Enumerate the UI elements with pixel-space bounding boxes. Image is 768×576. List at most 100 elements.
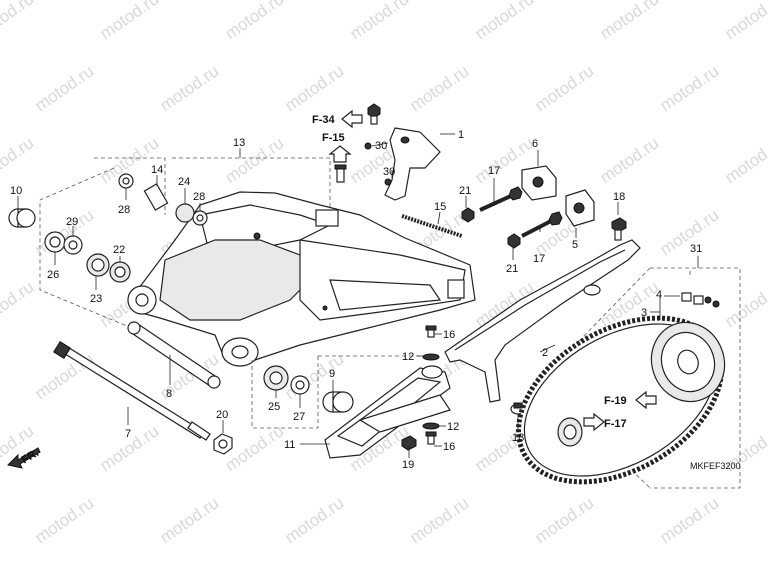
part-23-bearing: [86, 253, 110, 277]
callout-12-bottom: 12: [447, 421, 459, 433]
watermark-text: motod.ru: [721, 277, 768, 331]
part-19-bolt: [401, 435, 417, 456]
callout-29: 29: [66, 216, 78, 228]
callout-30-top: 30: [375, 140, 387, 152]
part-12-washer-b: [422, 422, 440, 430]
watermark-text: motod.ru: [31, 205, 97, 259]
watermark-text: motod.ru: [596, 133, 662, 187]
watermark-text: motod.ru: [346, 0, 412, 43]
callout-27: 27: [293, 411, 305, 423]
callout-30-bottom: 30: [383, 166, 395, 178]
callout-22: 22: [113, 244, 125, 256]
callout-7: 7: [125, 428, 131, 440]
callout-16-bottom: 16: [443, 441, 455, 453]
bracket-bolt-mid: [334, 164, 347, 183]
callout-13: 13: [233, 137, 245, 149]
part-24-bearing: [175, 203, 195, 223]
watermark-text: motod.ru: [96, 0, 162, 43]
part-17-bolt-b: [521, 211, 563, 238]
part-17-bolt-a: [479, 186, 523, 212]
callout-20: 20: [216, 409, 228, 421]
callout-23: 23: [90, 293, 102, 305]
callout-18-top: 18: [613, 191, 625, 203]
drive-chain-kit: [516, 292, 726, 485]
callout-6: 6: [532, 138, 538, 150]
callout-14: 14: [151, 164, 163, 176]
chain-case: [444, 239, 641, 403]
callout-9: 9: [329, 368, 335, 380]
part-30-bolt-a: [364, 142, 372, 150]
callout-labels: 10 29 26 23 22 14 24 28 28 13 8 7 20 25 …: [10, 129, 702, 471]
ref-f15-label: F-15: [322, 132, 345, 144]
callout-8: 8: [166, 388, 172, 400]
ref-f15-arrow: [328, 145, 352, 163]
callout-4: 4: [656, 289, 662, 301]
watermark-text: motod.ru: [281, 493, 347, 547]
part-9-bushing: [322, 391, 354, 413]
callout-21-bottom: 21: [506, 263, 518, 275]
callout-1: 1: [458, 129, 464, 141]
watermark-text: motod.ru: [31, 61, 97, 115]
callout-18-bottom: 18: [512, 432, 524, 444]
bracket: [334, 103, 441, 201]
front-arrow: [6, 447, 41, 469]
part-16-bolt-a: [425, 325, 437, 338]
chain-slider: [324, 365, 451, 459]
diagram-code: MKFEF3200: [690, 461, 741, 471]
watermark-text: motod.ru: [531, 493, 597, 547]
watermark-text: motod.ru: [31, 493, 97, 547]
part-30-bolt-b: [384, 178, 392, 186]
part-22-bearing: [109, 261, 131, 283]
reference-labels: F-34 F-15 F-19 F-17 FR.: [20, 114, 627, 466]
part-4-master-link: [681, 292, 720, 308]
watermark-text: motod.ru: [406, 493, 472, 547]
watermark-text: motod.ru: [656, 493, 722, 547]
ref-f34-label: F-34: [312, 114, 336, 126]
ref-f34-arrow: [341, 109, 363, 129]
swingarm: [127, 191, 476, 367]
part-21-nut-b: [507, 233, 521, 249]
part-27-seal: [290, 375, 310, 395]
watermark-text: motod.ru: [656, 61, 722, 115]
watermark-text: motod.ru: [156, 61, 222, 115]
leader-lines: [17, 133, 680, 458]
watermark-text: motod.ru: [721, 133, 768, 187]
callout-28-left: 28: [118, 204, 130, 216]
pivot-shaft: [53, 321, 233, 455]
part-14-collar: [143, 183, 169, 211]
part-18-bolt-a: [611, 217, 627, 241]
watermark-text: motod.ru: [281, 61, 347, 115]
part-25-bearing: [263, 365, 289, 391]
watermark-text: motod.ru: [221, 0, 287, 43]
watermark-text: motod.ru: [471, 0, 537, 43]
watermark-text: motod.ru: [596, 0, 662, 43]
part-16-bolt-b: [425, 431, 437, 445]
part-15-spring: [401, 214, 463, 238]
callout-11: 11: [284, 439, 295, 451]
callout-15: 15: [434, 201, 446, 213]
slider-fasteners: [401, 325, 440, 456]
watermark-text: motod.ru: [221, 133, 287, 187]
part-10-bushing: [8, 208, 36, 228]
callout-17-bottom: 17: [533, 253, 545, 265]
callout-16-top: 16: [443, 329, 455, 341]
part-20-nut: [213, 433, 233, 455]
bracket-bolt-top: [367, 103, 381, 125]
watermark-text: motod.ru: [406, 61, 472, 115]
watermark-text: motod.ru: [531, 61, 597, 115]
callout-25: 25: [268, 401, 280, 413]
part-6-block: [521, 165, 557, 201]
ref-f17-label: F-17: [604, 418, 627, 430]
part-28-seal-b: [118, 173, 134, 189]
part-29-seal: [63, 235, 83, 255]
part-26-seal: [44, 231, 66, 253]
callout-10: 10: [10, 185, 22, 197]
callout-19: 19: [402, 459, 414, 471]
watermark-text: motod.ru: [0, 277, 37, 331]
callout-3: 3: [641, 307, 647, 319]
callout-12-top: 12: [402, 351, 414, 363]
callout-17-top: 17: [488, 165, 500, 177]
ref-f17-arrow: [583, 412, 605, 432]
